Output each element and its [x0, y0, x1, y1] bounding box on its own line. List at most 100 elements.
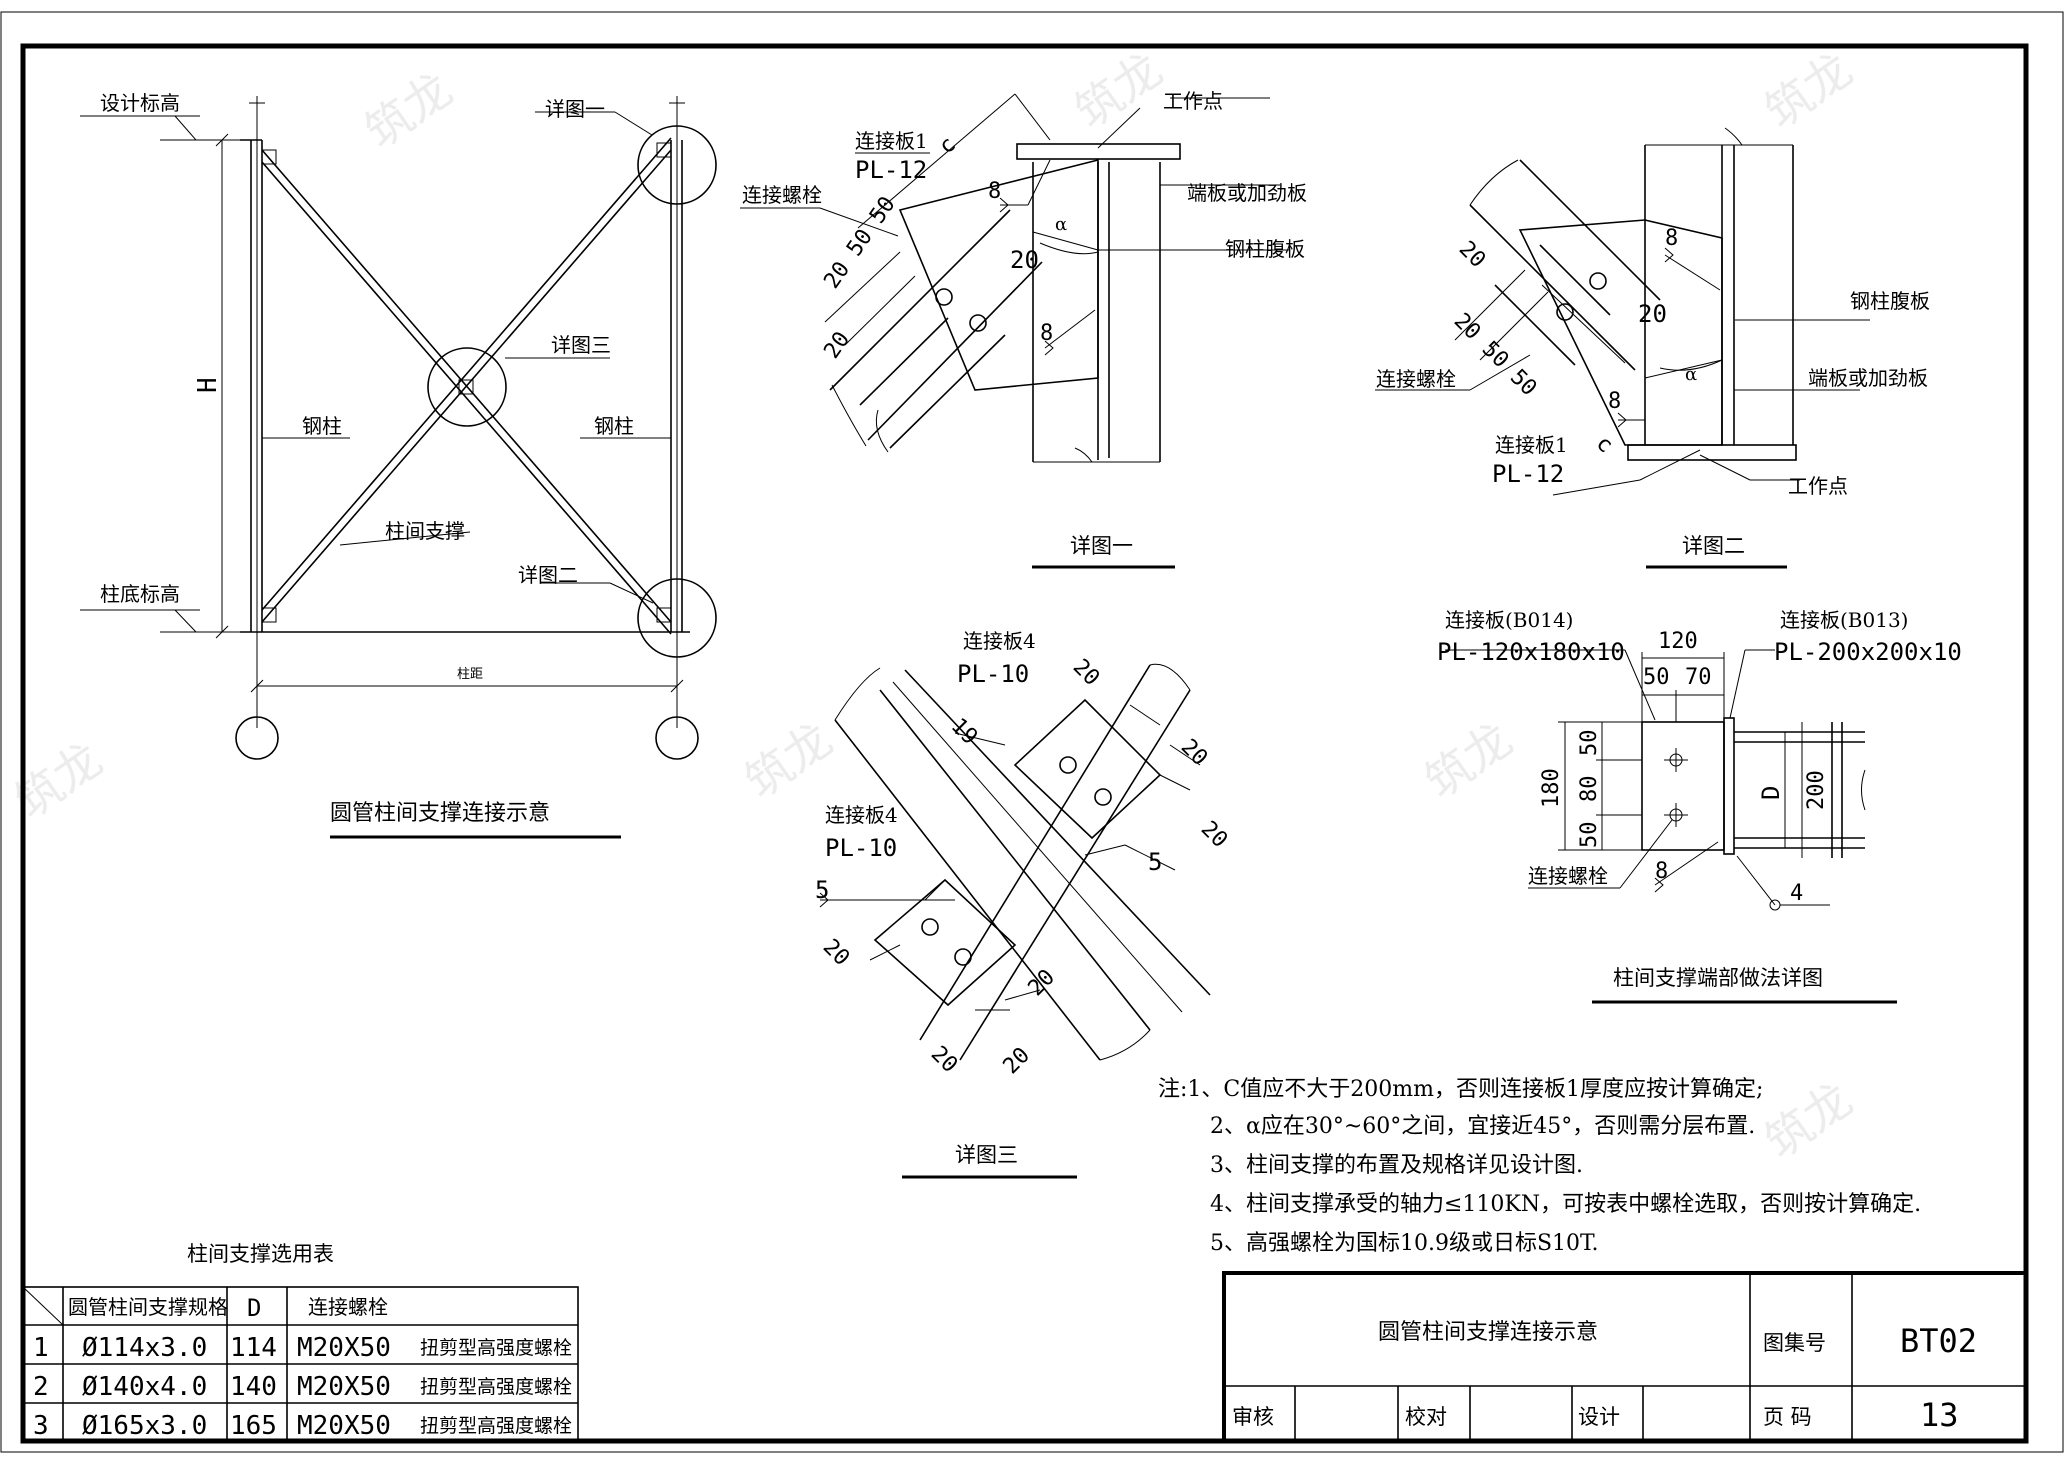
end-plate-left-spec: PL-120x180x10 [1437, 638, 1625, 666]
detail2-bolt-label: 连接螺栓 [1376, 367, 1456, 391]
note-line: 3、柱间支撑的布置及规格详见设计图. [1210, 1153, 1583, 1178]
detail1-web-label: 钢柱腹板 [1225, 237, 1305, 261]
atlas-label: 图集号 [1763, 1331, 1826, 1355]
end-dim-120: 120 [1658, 629, 1698, 654]
table-header: 连接螺栓 [308, 1295, 388, 1319]
overview-drawing: 设计标高 柱底标高 H 钢柱 钢柱 柱间支撑 详图一 详图三 详图二 柱距 圆管… [80, 91, 717, 839]
table-cell: 114 [230, 1333, 277, 1363]
page-number: 13 [1920, 1396, 1959, 1434]
note-line: 2、α应在30°~60°之间，宜接近45°，否则需分层布置. [1210, 1114, 1755, 1139]
table-cell: 2 [33, 1372, 49, 1402]
height-label: H [193, 377, 223, 393]
title-block-title: 圆管柱间支撑连接示意 [1378, 1320, 1598, 1345]
notes-block: 注:1、C值应不大于200mm，否则连接板1厚度应按计算确定; 2、α应在30°… [1158, 1077, 1921, 1256]
table-title: 柱间支撑选用表 [187, 1242, 334, 1266]
table-cell: M20X50 [297, 1333, 391, 1363]
detail1-drawing: 工作点 连接板1 PL-12 c 连接螺栓 端板或加劲板 钢柱腹板 20 50 … [740, 89, 1307, 569]
detail2-weld-b: 8 [1608, 389, 1621, 414]
table-cell: Ø140x4.0 [82, 1372, 207, 1402]
table-cell: Ø114x3.0 [82, 1333, 207, 1363]
table-cell: 165 [230, 1411, 277, 1441]
detail3-dim-20: 20 [1176, 735, 1212, 771]
detail1-dims: 20 50 50 [819, 192, 900, 293]
design-label: 设计 [1578, 1405, 1620, 1429]
note-line: 5、高强螺栓为国标10.9级或日标S10T. [1210, 1231, 1598, 1256]
review-label: 审核 [1232, 1405, 1274, 1429]
end-detail-caption: 柱间支撑端部做法详图 [1613, 966, 1823, 990]
outer-frame [0, 11, 2064, 1453]
detail1-work-point: 工作点 [1163, 89, 1223, 113]
overview-caption: 圆管柱间支撑连接示意 [330, 801, 550, 826]
detail3-dim-20: 20 [1196, 817, 1232, 853]
watermark: 筑龙 [1065, 42, 1171, 139]
table-header: D [247, 1294, 261, 1322]
atlas-number: BT02 [1900, 1322, 1977, 1360]
detail3-caption: 详图三 [955, 1143, 1018, 1167]
table-cell: 扭剪型高强度螺栓 [420, 1337, 572, 1359]
end-dim-200: 200 [1804, 770, 1829, 810]
end-dim-80: 80 [1577, 776, 1602, 803]
check-label: 校对 [1405, 1405, 1447, 1429]
end-dim-70: 70 [1685, 665, 1712, 690]
table-cell: 1 [33, 1333, 49, 1363]
detail3-dim-20: 20 [818, 935, 854, 971]
detail3-weld-left: 5 [815, 876, 829, 904]
detail3-callout: 详图三 [551, 333, 611, 357]
end-dim-50b: 50 [1577, 822, 1602, 849]
detail1-weld-a: 8 [988, 179, 1001, 204]
detail3-dim-20: 20 [1024, 965, 1060, 1001]
title-block: 圆管柱间支撑连接示意 图集号 BT02 页 码 13 审核 校对 设计 [1222, 1271, 2028, 1443]
page-label: 页 码 [1763, 1405, 1812, 1429]
detail1-alpha: α [1055, 214, 1067, 235]
detail2-callout: 详图二 [518, 563, 578, 587]
detail1-dim-20a: 20 [1010, 246, 1039, 274]
detail3-plate-left-spec: PL-10 [825, 834, 897, 862]
end-plate-right-label: 连接板(B013) [1780, 608, 1908, 632]
selection-table: 柱间支撑选用表 圆管柱间支撑规格 D 连接螺栓 1 Ø114x3.0 114 M… [22, 1242, 579, 1442]
design-elev-label: 设计标高 [100, 91, 180, 115]
watermark: 筑龙 [1415, 712, 1521, 809]
note-line: 4、柱间支撑承受的轴力≤110KN，可按表中螺栓选取，否则按计算确定. [1210, 1192, 1921, 1217]
end-weld-8: 8 [1655, 859, 1668, 884]
table-cell: 扭剪型高强度螺栓 [420, 1376, 572, 1398]
detail1-callout: 详图一 [545, 97, 605, 121]
detail2-weld-a: 8 [1665, 226, 1678, 251]
detail2-dims: 20 50 50 [1449, 309, 1542, 402]
table-cell: 扭剪型高强度螺栓 [420, 1415, 572, 1437]
detail1-caption: 详图一 [1070, 534, 1133, 558]
detail2-work-point: 工作点 [1788, 474, 1848, 498]
detail2-alpha: α [1685, 364, 1697, 385]
detail3-weld-right: 5 [1148, 848, 1162, 876]
end-weld-4: 4 [1790, 881, 1803, 906]
detail2-caption: 详图二 [1682, 534, 1745, 558]
detail1-bolt-label: 连接螺栓 [742, 183, 822, 207]
inner-frame [20, 43, 2029, 1444]
end-bolt-label: 连接螺栓 [1528, 864, 1608, 888]
watermark-layer: 筑龙 筑龙 筑龙 筑龙 筑龙 筑龙 筑龙 [5, 42, 1861, 1169]
detail3-plate-top-label: 连接板4 [963, 629, 1036, 653]
detail2-plate-spec: PL-12 [1492, 460, 1564, 488]
end-dim-50a: 50 [1577, 730, 1602, 757]
span-label: 柱距 [457, 667, 483, 682]
table-cell: 140 [230, 1372, 277, 1402]
detail3-plate-left-label: 连接板4 [825, 803, 898, 827]
detail2-plate-label: 连接板1 [1495, 433, 1568, 457]
table-cell: M20X50 [297, 1372, 391, 1402]
watermark: 筑龙 [1755, 42, 1861, 139]
detail3-dim-20: 20 [1068, 655, 1104, 691]
watermark: 筑龙 [355, 62, 461, 159]
end-detail-drawing: 连接板(B014) PL-120x180x10 连接板(B013) PL-200… [1437, 608, 1962, 1004]
detail1-c-label: c [934, 132, 961, 159]
detail1-end-plate-label: 端板或加劲板 [1187, 181, 1307, 205]
detail2-drawing: 钢柱腹板 端板或加劲板 连接螺栓 连接板1 PL-12 c 工作点 20 20 … [1375, 127, 1930, 569]
table-cell: M20X50 [297, 1411, 391, 1441]
detail2-dim-20a: 20 [1454, 237, 1490, 273]
brace-label: 柱间支撑 [385, 519, 465, 543]
table-header: 圆管柱间支撑规格 [68, 1295, 228, 1319]
detail3-dim-20: 20 [999, 1043, 1035, 1079]
table-cell: 3 [33, 1411, 49, 1441]
detail1-dim-20b: 20 [819, 327, 855, 363]
detail1-plate-label: 连接板1 [855, 129, 928, 153]
detail3-dim-20: 20 [926, 1042, 962, 1078]
